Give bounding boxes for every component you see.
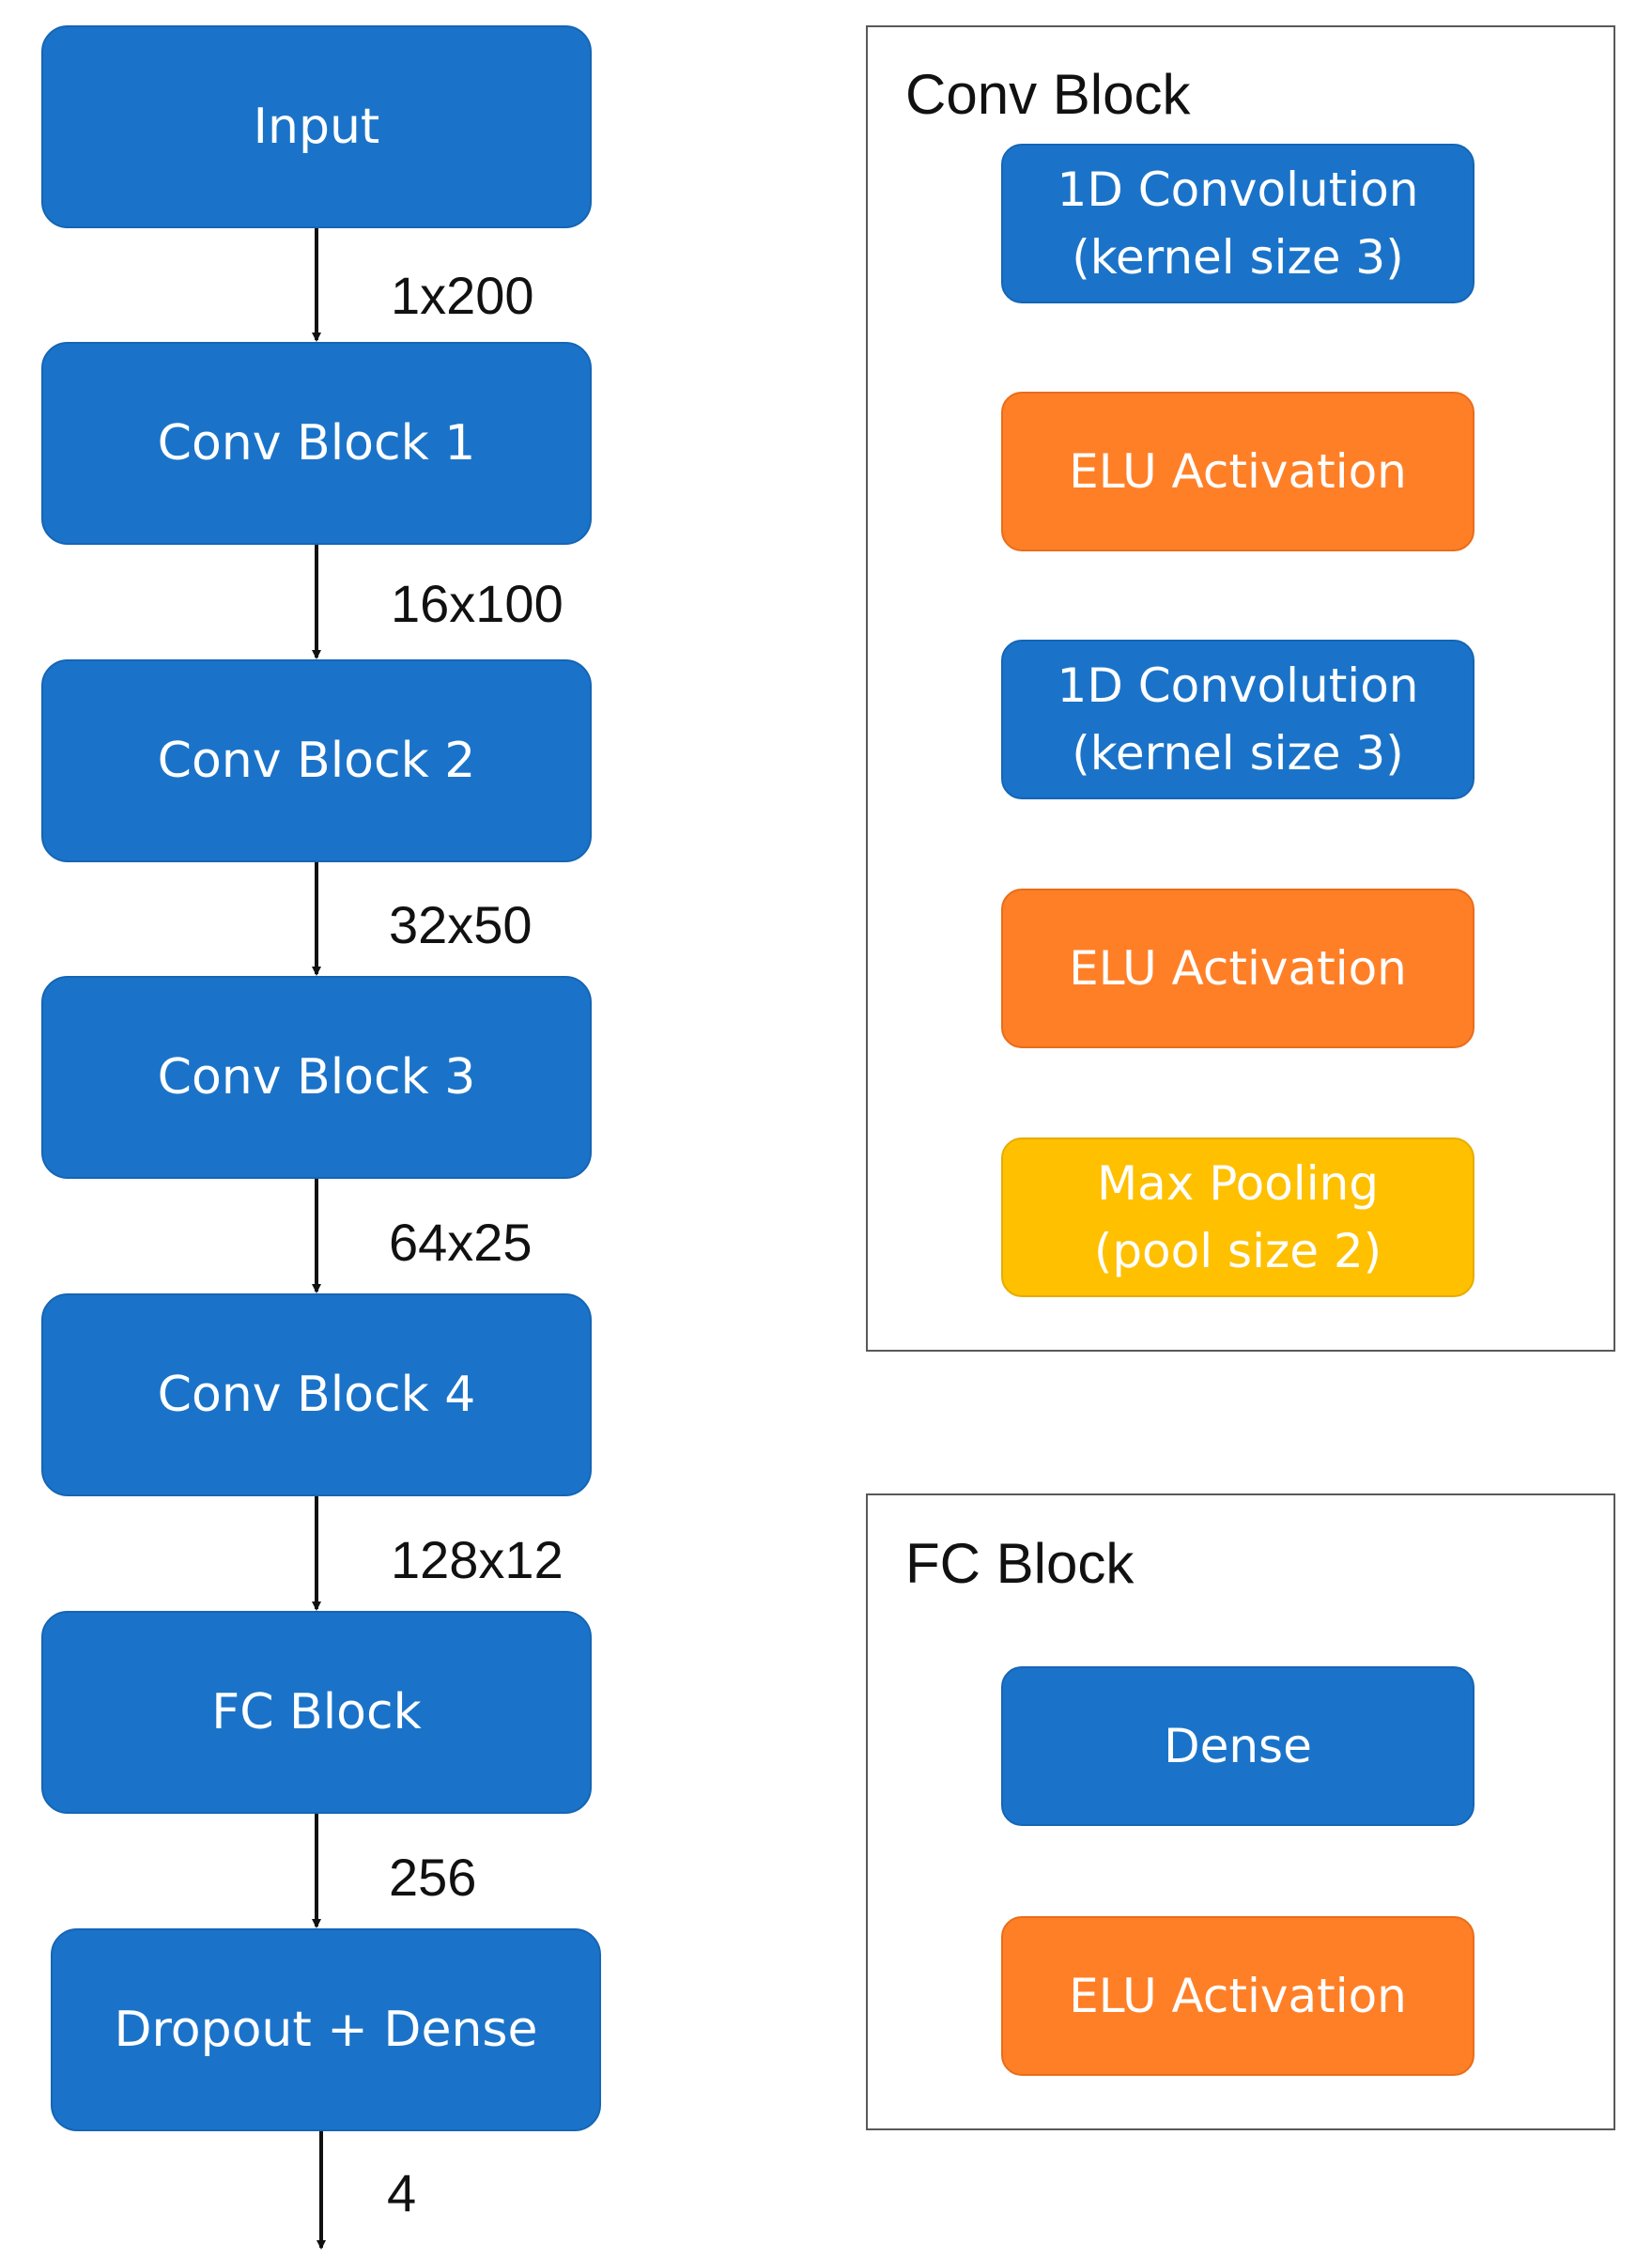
block-conv-3-label: Conv Block 3	[157, 1049, 476, 1106]
shape-label: 1x200	[391, 266, 534, 325]
block-dropout-dense: Dropout + Dense	[51, 1928, 601, 2131]
block-conv-3: Conv Block 3	[41, 976, 592, 1179]
fc-layer-label: ELU Activation	[1069, 1968, 1407, 2023]
shape-label: 4	[387, 2163, 417, 2222]
block-conv-4: Conv Block 4	[41, 1293, 592, 1496]
shape-label: 128x12	[391, 1530, 564, 1589]
block-fc-label: FC Block	[211, 1684, 422, 1741]
conv-layer-conv1d-1: 1D Convolution (kernel size 3)	[1001, 144, 1474, 303]
conv-layer-maxpool: Max Pooling (pool size 2)	[1001, 1137, 1474, 1297]
block-conv-4-label: Conv Block 4	[157, 1367, 476, 1423]
fc-layer-label: Dense	[1164, 1718, 1312, 1773]
conv-layer-label: Max Pooling (pool size 2)	[1093, 1155, 1382, 1279]
conv-layer-label: ELU Activation	[1069, 940, 1407, 996]
block-dropout-dense-label: Dropout + Dense	[114, 2002, 538, 2058]
shape-label: 256	[389, 1848, 477, 1907]
conv-layer-label: ELU Activation	[1069, 443, 1407, 499]
block-conv-2: Conv Block 2	[41, 659, 592, 862]
conv-layer-label: 1D Convolution (kernel size 3)	[1057, 658, 1419, 781]
shape-label: 16x100	[391, 574, 564, 633]
fc-layer-dense: Dense	[1001, 1666, 1474, 1826]
block-input: Input	[41, 25, 592, 228]
block-conv-2-label: Conv Block 2	[157, 733, 476, 789]
block-conv-1-label: Conv Block 1	[157, 415, 476, 472]
shape-label: 32x50	[389, 895, 533, 954]
block-input-label: Input	[253, 99, 380, 155]
fc-block-panel-title: FC Block	[905, 1532, 1135, 1595]
conv-layer-conv1d-2: 1D Convolution (kernel size 3)	[1001, 640, 1474, 799]
conv-layer-elu-1: ELU Activation	[1001, 392, 1474, 551]
shape-label: 64x25	[389, 1213, 533, 1272]
conv-block-panel-title: Conv Block	[905, 63, 1191, 126]
fc-layer-elu: ELU Activation	[1001, 1916, 1474, 2076]
block-conv-1: Conv Block 1	[41, 342, 592, 545]
conv-layer-label: 1D Convolution (kernel size 3)	[1057, 162, 1419, 286]
conv-layer-elu-2: ELU Activation	[1001, 889, 1474, 1048]
block-fc: FC Block	[41, 1611, 592, 1814]
